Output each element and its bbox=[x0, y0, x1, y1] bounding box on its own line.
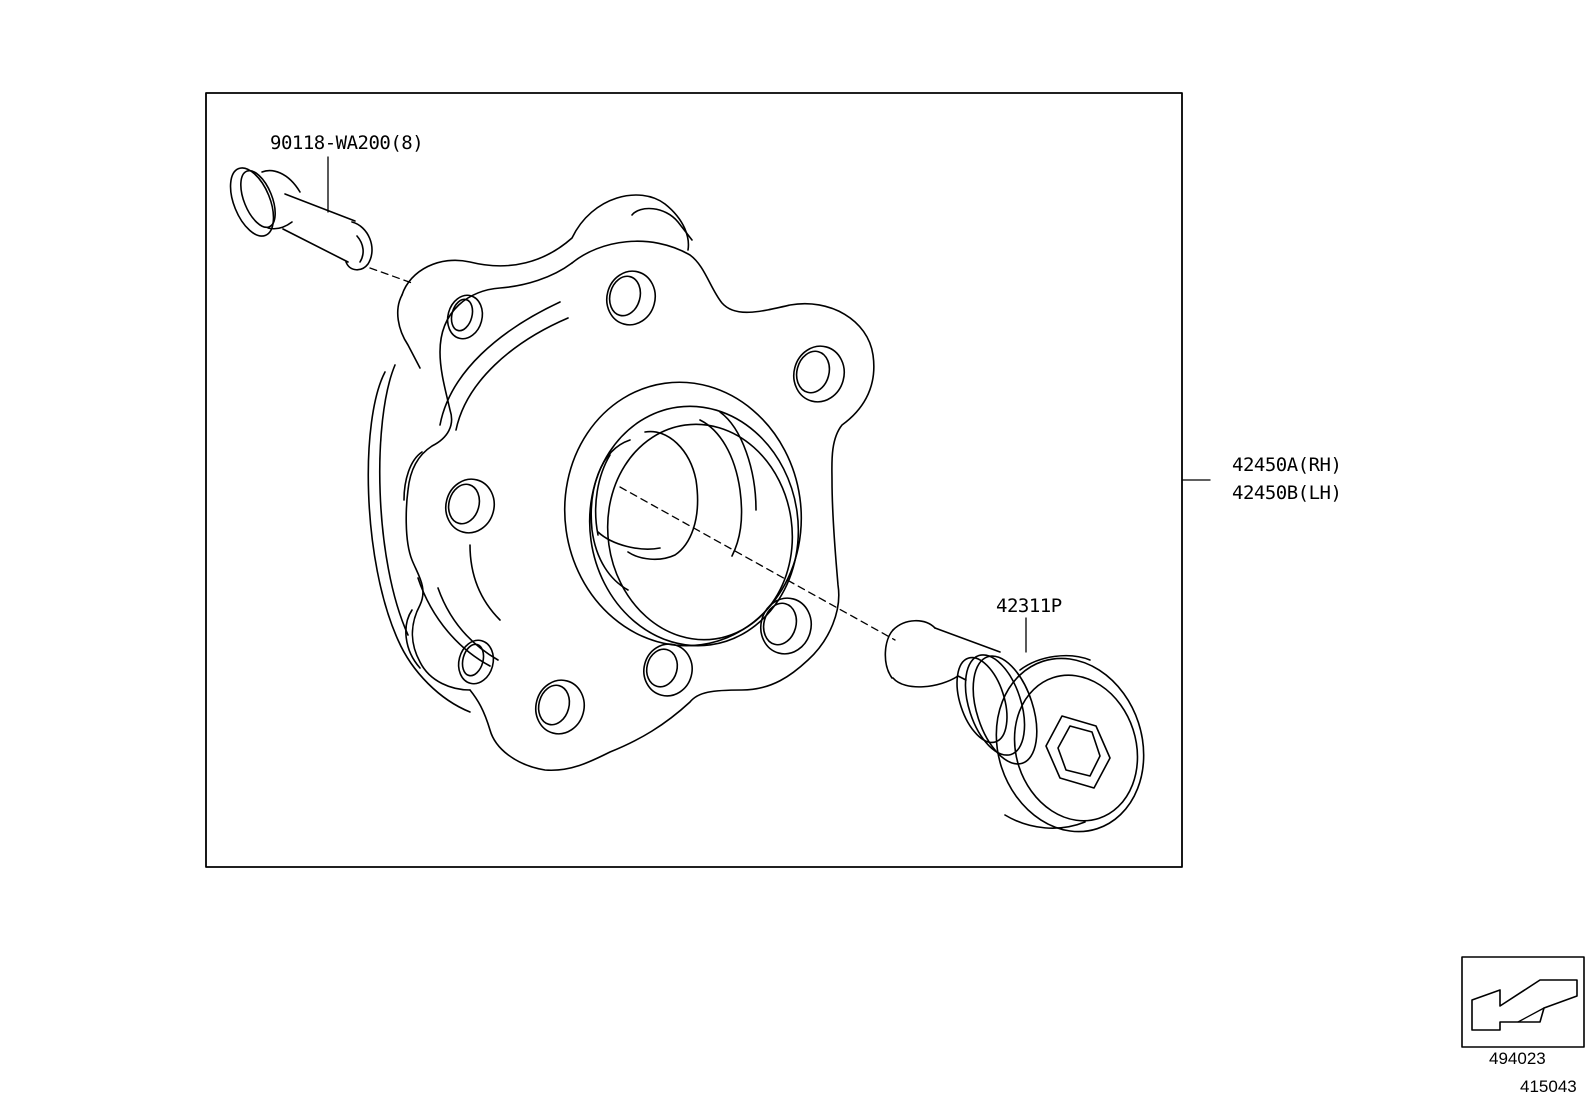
orientation-legend bbox=[1461, 956, 1585, 1048]
hub-barrel-outer bbox=[563, 381, 803, 647]
hub-bolt bbox=[229, 167, 373, 271]
back-flange-holes bbox=[446, 294, 495, 685]
orientation-legend-box bbox=[1461, 956, 1585, 1048]
hub-barrel-mid bbox=[588, 405, 800, 647]
hub-barrel-inner bbox=[606, 423, 794, 641]
legend-symbol-code: 494023 bbox=[1489, 1049, 1546, 1068]
callout-hub-part-rh: 42450A(RH) bbox=[1232, 454, 1342, 476]
leader-lines bbox=[327, 156, 1211, 653]
assembly-frame bbox=[205, 92, 1183, 868]
callout-hub-part-lh: 42450B(LH) bbox=[1232, 482, 1342, 504]
assembly-axes bbox=[369, 267, 896, 641]
flange-bolt-holes bbox=[444, 270, 846, 735]
callout-nut-part: 42311P bbox=[996, 595, 1062, 617]
axle-nut-face-inner bbox=[1013, 674, 1139, 822]
hex-socket-icon bbox=[1045, 715, 1111, 789]
hub-assembly bbox=[367, 194, 875, 772]
axle-nut-face-outer bbox=[995, 657, 1145, 833]
front-arrow-icon bbox=[1471, 979, 1578, 1031]
callout-bolt-part: 90118-WA200(8) bbox=[270, 132, 424, 154]
axle-nut bbox=[884, 619, 1145, 833]
figure-id: 415043 bbox=[1520, 1077, 1577, 1096]
